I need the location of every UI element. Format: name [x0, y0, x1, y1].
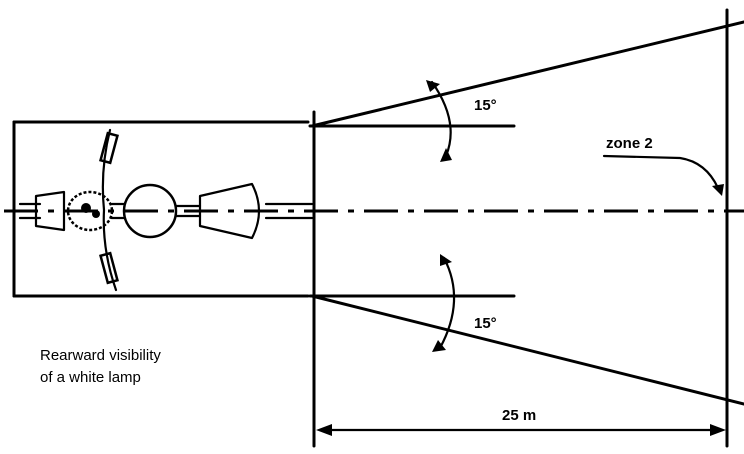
zone-pointer — [602, 154, 724, 196]
distance-dimension — [316, 424, 726, 436]
distance-label: 25 m — [502, 407, 536, 424]
upper-angle-arc — [426, 80, 452, 162]
zone-label: zone 2 — [606, 135, 653, 152]
lower-angle-label: 15° — [474, 315, 497, 332]
caption-line-2: of a white lamp — [40, 369, 141, 386]
lower-angle-arc — [432, 254, 456, 352]
lower-cone-line — [310, 294, 744, 406]
caption-line-1: Rearward visibility — [40, 347, 161, 364]
upper-cone-line — [310, 20, 744, 128]
car-top-view-icon — [18, 128, 314, 292]
upper-angle-label: 15° — [474, 97, 497, 114]
vehicle-outline-box — [12, 120, 310, 298]
